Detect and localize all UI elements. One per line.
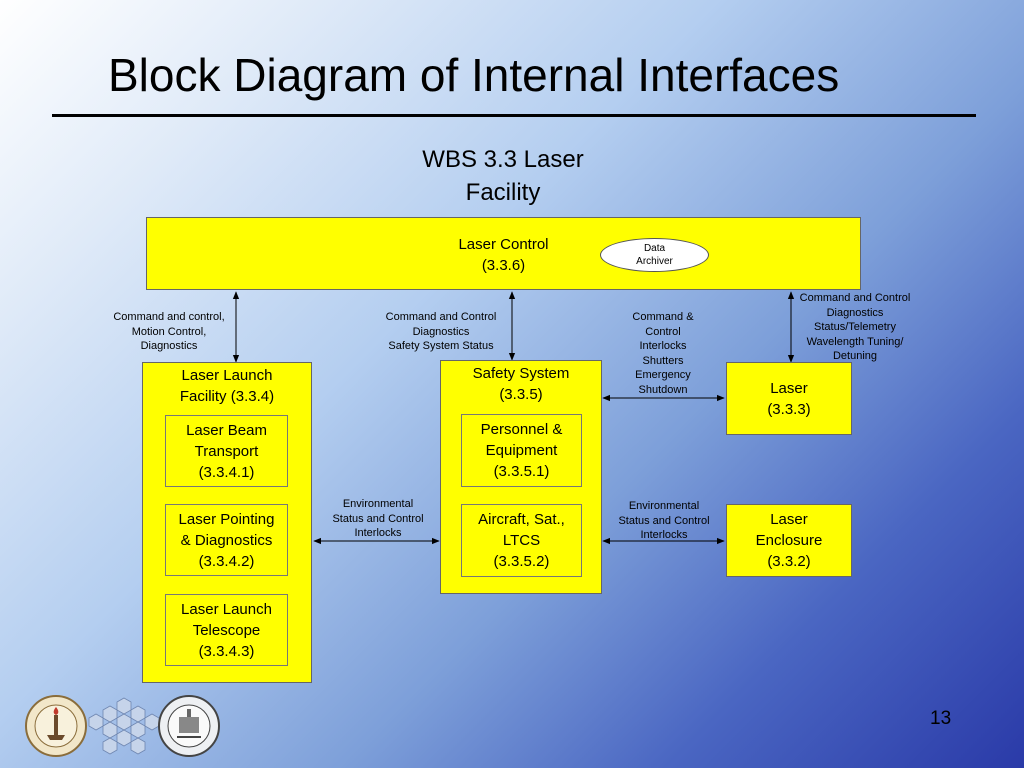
launch-facility-title: Laser Launch — [181, 367, 273, 384]
label-safety-laser-line: Control — [645, 325, 681, 338]
safety-system-title: Safety System — [472, 365, 570, 382]
slide-title: Block Diagram of Internal Interfaces — [108, 49, 840, 101]
label-launch-safety: Environmental Status and Control Interlo… — [318, 497, 438, 541]
subtitle-line-1: WBS 3.3 Laser — [422, 146, 584, 173]
label-safety-laser: Command & Control Interlocks Shutters Em… — [613, 310, 713, 397]
aircraft-line-2: LTCS — [502, 532, 541, 549]
personnel-wbs: (3.3.5.1) — [493, 463, 550, 480]
university-seal-icon — [158, 695, 220, 757]
label-safety-laser-line: Command & — [632, 311, 694, 323]
personnel-line-2: Equipment — [485, 442, 558, 459]
label-lc-launch-line: Diagnostics — [140, 340, 198, 352]
label-safety-laser-line: Interlocks — [639, 340, 687, 352]
label-safety-enclosure-line: Interlocks — [640, 529, 688, 541]
enclosure-line-1: Laser — [770, 511, 808, 528]
data-archiver: Data Archiver — [600, 238, 709, 272]
beam-transport-wbs: (3.3.4.1) — [198, 463, 255, 481]
laser-control-title: Laser Control — [458, 236, 549, 253]
label-lc-laser-line: Command and Control — [799, 292, 911, 304]
label-lc-safety-line: Command and Control — [385, 311, 497, 323]
label-lc-launch: Command and control, Motion Control, Dia… — [100, 310, 238, 354]
laser-title: Laser — [770, 379, 808, 397]
telescope-line-2: Telescope — [192, 621, 261, 639]
telescope-line-1: Laser Launch — [181, 600, 272, 618]
laser-beam-transport-block: Laser Beam Transport (3.3.4.1) — [165, 415, 288, 487]
data-archiver-line-1: Data — [643, 243, 666, 254]
label-lc-laser-line: Wavelength Tuning/ — [806, 335, 904, 348]
label-safety-enclosure-line: Environmental — [628, 500, 700, 512]
aircraft-wbs: (3.3.5.2) — [493, 553, 550, 570]
label-lc-launch-line: Motion Control, — [131, 325, 207, 338]
diagram-subtitle: WBS 3.3 Laser Facility — [390, 143, 616, 209]
laser-control-block: Laser Control (3.3.6) — [146, 217, 861, 290]
enclosure-line-2: Enclosure — [755, 532, 823, 549]
laser-pointing-block: Laser Pointing & Diagnostics (3.3.4.2) — [165, 504, 288, 576]
pointing-line-1: Laser Pointing — [178, 510, 275, 528]
safety-system-wbs: (3.3.5) — [499, 386, 543, 403]
hexagon-mirror-icon — [88, 697, 160, 755]
label-lc-launch-line: Command and control, — [113, 311, 225, 323]
subtitle-line-2: Facility — [465, 179, 541, 206]
telescope-wbs: (3.3.4.3) — [198, 642, 255, 660]
page-number: 13 — [930, 708, 952, 729]
aircraft-line-1: Aircraft, Sat., — [478, 511, 565, 528]
laser-wbs: (3.3.3) — [767, 400, 811, 418]
label-safety-laser-line: Shutters — [642, 354, 684, 367]
pointing-line-2: & Diagnostics — [180, 531, 273, 549]
enclosure-wbs: (3.3.2) — [767, 553, 811, 570]
aircraft-ltcs-block: Aircraft, Sat., LTCS (3.3.5.2) — [461, 504, 582, 577]
caltech-seal-icon — [25, 695, 87, 757]
laser-enclosure-block: Laser Enclosure (3.3.2) — [726, 504, 852, 577]
beam-transport-line-1: Laser Beam — [186, 421, 267, 439]
label-safety-enclosure: Environmental Status and Control Interlo… — [604, 499, 724, 543]
data-archiver-line-2: Archiver — [636, 256, 673, 267]
label-safety-laser-line: Emergency — [635, 369, 691, 381]
label-safety-enclosure-line: Status and Control — [618, 514, 710, 527]
label-lc-safety-line: Diagnostics — [412, 325, 470, 338]
label-lc-laser-line: Status/Telemetry — [814, 321, 896, 333]
beam-transport-line-2: Transport — [194, 442, 259, 460]
label-launch-safety-line: Status and Control — [332, 512, 424, 525]
label-safety-laser-line: Shutdown — [638, 383, 688, 396]
label-launch-safety-line: Environmental — [342, 498, 414, 510]
label-lc-safety-line: Safety System Status — [388, 340, 494, 352]
label-lc-laser: Command and Control Diagnostics Status/T… — [790, 291, 920, 364]
label-launch-safety-line: Interlocks — [354, 527, 402, 539]
pointing-wbs: (3.3.4.2) — [198, 552, 255, 570]
label-lc-laser-line: Detuning — [832, 350, 878, 362]
label-lc-safety: Command and Control Diagnostics Safety S… — [370, 310, 512, 354]
title-underline — [52, 114, 976, 117]
laser-block: Laser (3.3.3) — [726, 362, 852, 435]
personnel-equipment-block: Personnel & Equipment (3.3.5.1) — [461, 414, 582, 487]
laser-launch-telescope-block: Laser Launch Telescope (3.3.4.3) — [165, 594, 288, 666]
label-lc-laser-line: Diagnostics — [826, 306, 884, 319]
personnel-line-1: Personnel & — [480, 421, 563, 438]
launch-facility-wbs: Facility (3.3.4) — [179, 388, 275, 405]
laser-control-wbs: (3.3.6) — [481, 257, 526, 274]
